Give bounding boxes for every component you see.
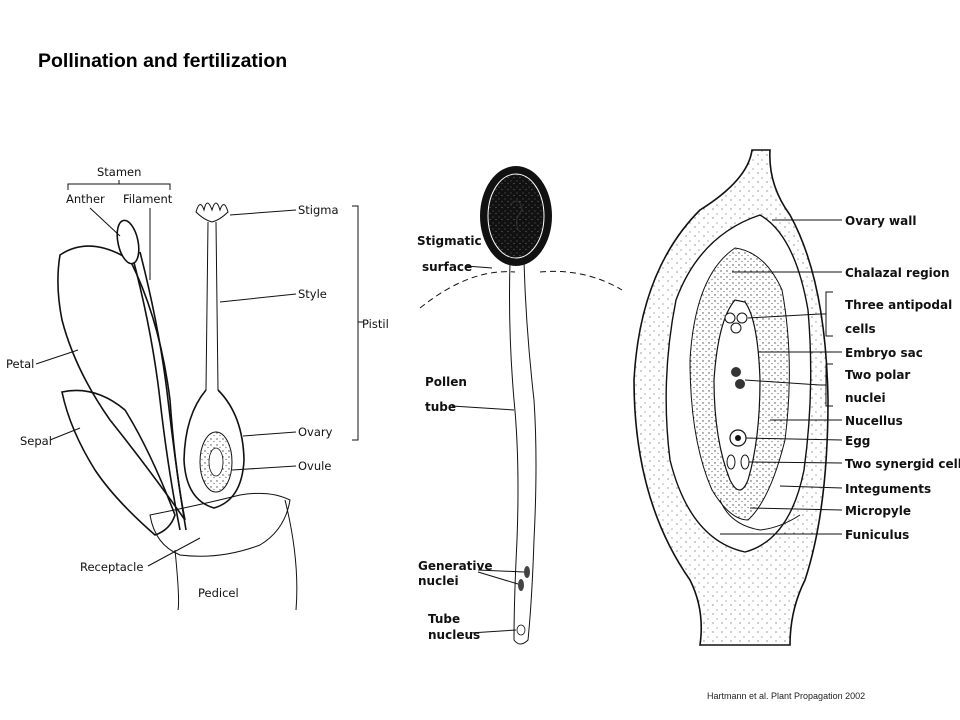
nucellus-label: Nucellus <box>845 414 903 428</box>
ovule-label: Ovule <box>298 459 331 473</box>
pistil-bracket <box>352 205 364 441</box>
micropyle-label: Micropyle <box>845 504 911 518</box>
stigmatic-surface-line <box>419 271 516 309</box>
funiculus-label: Funiculus <box>845 528 909 542</box>
page-title: Pollination and fertilization <box>38 50 288 72</box>
flower-diagram: Stamen Anther Filament Stigma Style Ovar… <box>6 165 389 611</box>
integuments-label: Integuments <box>845 482 931 496</box>
stigmatic-label-1: Stigmatic <box>417 234 482 248</box>
stamen-label: Stamen <box>97 165 141 179</box>
generative-label-2: nuclei <box>418 574 459 588</box>
antipodal-label-2: cells <box>845 322 876 336</box>
ovary-label: Ovary <box>298 425 333 439</box>
ovule-diagram: Ovary wall Chalazal region Three antipod… <box>633 149 960 646</box>
style-shape <box>205 221 219 391</box>
petal-label: Petal <box>6 357 34 371</box>
pedicel-shape <box>174 499 298 611</box>
sepal-shape <box>61 389 176 536</box>
pedicel-label: Pedicel <box>198 586 239 600</box>
synergid-label: Two synergid cells <box>845 457 960 471</box>
pollen-tube-shape <box>509 261 537 645</box>
stigma-label: Stigma <box>298 203 339 217</box>
stigmatic-label-2: surface <box>422 260 472 274</box>
egg-label: Egg <box>845 434 870 448</box>
filament-shape <box>131 251 187 531</box>
polar-label-1: Two polar <box>845 368 910 382</box>
tube-nucleus-label-1: Tube <box>428 612 460 626</box>
pollen-tube-label-1: Pollen <box>425 375 467 389</box>
ovary-shape <box>183 389 245 509</box>
ovary-wall-label: Ovary wall <box>845 214 916 228</box>
filament-label: Filament <box>123 192 173 206</box>
anther-label: Anther <box>66 192 105 206</box>
antipodal-label-1: Three antipodal <box>845 298 952 312</box>
generative-label-1: Generative <box>418 559 493 573</box>
pistil-label: Pistil <box>362 317 389 331</box>
image-credit: Hartmann et al. Plant Propagation 2002 <box>707 691 866 701</box>
pollen-tube-diagram: Stigmatic surface Pollen tube Generative… <box>417 166 623 645</box>
receptacle-label: Receptacle <box>80 560 143 574</box>
pollen-tube-label-2: tube <box>425 400 456 414</box>
tube-nucleus-label-2: nucleus <box>428 628 480 642</box>
style-label: Style <box>298 287 327 301</box>
embryo-sac-shape <box>713 299 761 491</box>
stamen-brace <box>67 180 171 190</box>
polar-label-2: nuclei <box>845 391 886 405</box>
anther-shape <box>116 219 140 265</box>
embryo-sac-label: Embryo sac <box>845 346 923 360</box>
receptacle-shape <box>149 492 291 557</box>
chalazal-label: Chalazal region <box>845 266 950 280</box>
stigma-shape <box>195 202 229 223</box>
sepal-label: Sepal <box>20 434 52 448</box>
